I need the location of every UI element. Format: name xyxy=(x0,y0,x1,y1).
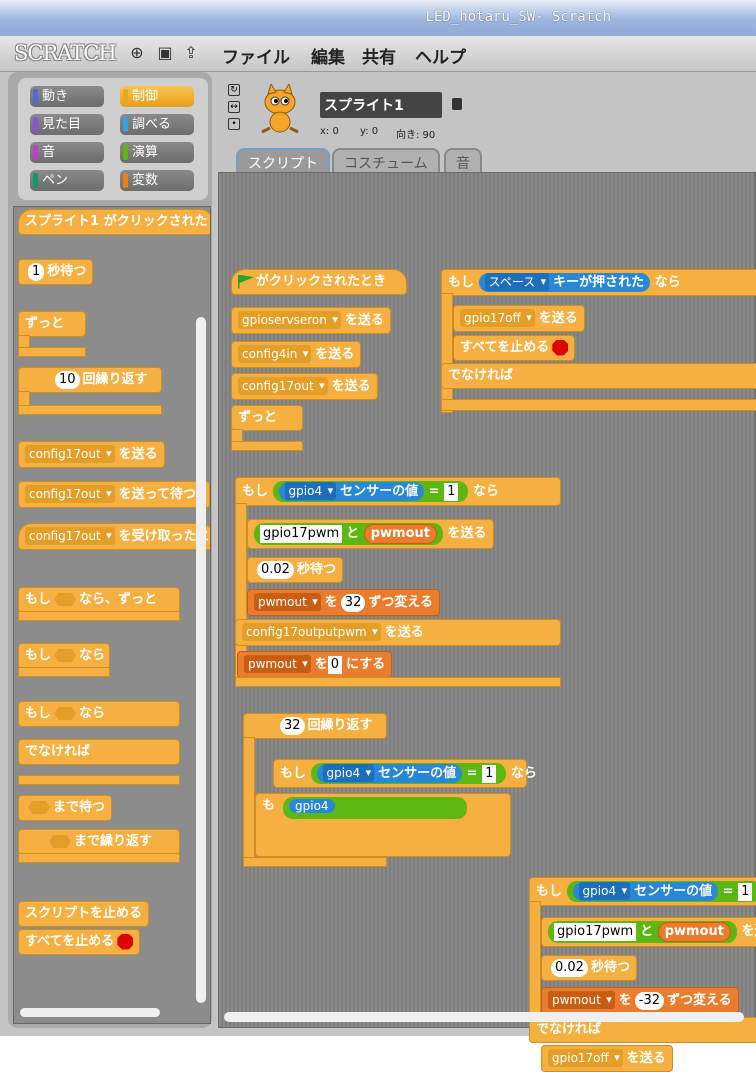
window-title: LED_hotaru_SW- Scratch xyxy=(425,9,611,25)
menu-bar: SCRATCH ⊕ ▣ ⇪ ファイル 編集 共有 ヘルプ xyxy=(0,36,756,72)
palette-broadcast[interactable]: config17outを送る xyxy=(18,441,165,468)
globe-icon[interactable]: ⊕ xyxy=(130,43,144,62)
else-label: でなければ xyxy=(441,363,756,389)
palette-stop-all[interactable]: すべてを止める xyxy=(18,929,141,955)
sprite-direction: 向き: 90 xyxy=(396,130,436,141)
palette-when-clicked[interactable]: スプライト1 がクリックされた xyxy=(18,209,210,235)
arm xyxy=(18,405,162,415)
menu-edit[interactable]: 編集 xyxy=(311,48,345,68)
arm xyxy=(18,667,110,677)
lock-icon[interactable] xyxy=(452,98,462,110)
tab-scripts[interactable]: スクリプト xyxy=(236,148,330,174)
palette-scrollbar-h[interactable] xyxy=(20,1008,160,1017)
arm xyxy=(441,293,453,413)
category-control[interactable]: 制御 xyxy=(120,86,194,107)
arm xyxy=(18,611,180,621)
menu-file[interactable]: ファイル xyxy=(222,48,290,68)
menu-share[interactable]: 共有 xyxy=(362,48,396,68)
arm xyxy=(243,857,387,867)
if-else-key-block[interactable]: もし スペースキーが押された なら xyxy=(441,269,756,296)
rotate-icon[interactable]: ↻ xyxy=(228,84,240,96)
category-sound[interactable]: 音 xyxy=(30,142,104,163)
broadcast-block[interactable]: gpioservseronを送る xyxy=(231,307,391,334)
category-variables[interactable]: 変数 xyxy=(120,170,194,191)
no-rotate-icon[interactable]: • xyxy=(228,118,240,130)
palette-if-else[interactable]: もしなら xyxy=(18,701,180,727)
broadcast-block[interactable]: config17outを送る xyxy=(231,373,378,400)
category-selector: 動き 制御 見た目 調べる 音 演算 ペン 変数 xyxy=(18,78,208,200)
palette-if-forever[interactable]: もしなら、ずっと xyxy=(18,587,180,613)
if-sensor-block-dragged[interactable]: もし gpio4センサーの値 = 1 なら xyxy=(273,759,537,788)
palette-scrollbar-v[interactable] xyxy=(196,317,206,1003)
arm xyxy=(18,775,180,785)
arm xyxy=(243,737,255,863)
flip-icon[interactable]: ↔ xyxy=(228,101,240,113)
sprite-y: y: 0 xyxy=(360,126,379,137)
tab-costumes[interactable]: コスチューム xyxy=(332,148,440,174)
broadcast-block[interactable]: gpio17offを送る xyxy=(453,305,585,332)
arm xyxy=(441,399,756,411)
category-operators[interactable]: 演算 xyxy=(120,142,194,163)
palette-when-receive[interactable]: config17outを受け取ったと xyxy=(18,523,210,550)
broadcast-block[interactable]: config17outputpwmを送る xyxy=(235,619,561,646)
arm xyxy=(18,853,180,863)
stop-sign-icon xyxy=(552,339,569,356)
category-looks[interactable]: 見た目 xyxy=(30,114,104,135)
palette-forever[interactable]: ずっと xyxy=(18,311,86,337)
broadcast-block[interactable]: gpio17offを送る xyxy=(541,1045,673,1072)
sprite-info: ↻ ↔ • スプライト1 x: 0 y: 0 向き: 90 スクリプト コスチュ… xyxy=(216,72,756,174)
set-var-block[interactable]: pwmoutを0にする xyxy=(237,651,393,678)
arm xyxy=(235,677,561,687)
palette-stop-script[interactable]: スクリプトを止める xyxy=(18,901,150,927)
stop-all-block[interactable]: すべてを止める xyxy=(453,335,576,361)
save-icon[interactable]: ▣ xyxy=(157,43,173,62)
title-bar: LED_hotaru_SW- Scratch xyxy=(0,0,756,36)
menu-help[interactable]: ヘルプ xyxy=(415,48,466,68)
category-sensing[interactable]: 調べる xyxy=(120,114,194,135)
palette-repeat-until[interactable]: まで繰り返す xyxy=(18,829,180,855)
left-panel: 動き 制御 見た目 調べる 音 演算 ペン 変数 スプライト1 がクリックされた… xyxy=(8,72,212,1028)
if-sensor-block[interactable]: もし gpio4センサーの値 = 1 なら xyxy=(235,477,561,506)
when-flag-clicked[interactable]: がクリックされたとき xyxy=(231,269,407,295)
if-else-sensor-block[interactable]: もし gpio4センサーの値 = 1 xyxy=(529,877,756,906)
sprite-x: x: 0 xyxy=(320,126,339,137)
script-scrollbar-h[interactable] xyxy=(224,1012,744,1022)
arm xyxy=(18,347,86,357)
broadcast-block[interactable]: config4inを送る xyxy=(231,341,362,368)
arm xyxy=(231,441,303,451)
tab-sounds[interactable]: 音 xyxy=(444,148,482,174)
palette-if[interactable]: もしなら xyxy=(18,643,110,669)
sensor-compare-partial: gpio4 xyxy=(283,797,467,819)
palette-else: でなければ xyxy=(18,739,180,765)
category-pen[interactable]: ペン xyxy=(30,170,104,191)
green-flag-icon xyxy=(238,274,254,289)
palette-broadcast-wait[interactable]: config17outを送って待つ xyxy=(18,481,210,508)
category-motion[interactable]: 動き xyxy=(30,86,104,107)
share-icon[interactable]: ⇪ xyxy=(184,43,198,62)
change-var-block[interactable]: pwmoutを32ずつ変える xyxy=(247,589,440,616)
sprite-thumbnail xyxy=(261,84,299,134)
script-area[interactable]: がクリックされたとき gpioservseronを送る config4inを送る… xyxy=(218,172,756,1072)
forever-block[interactable]: ずっと xyxy=(231,405,303,431)
scratch-logo: SCRATCH xyxy=(14,41,117,65)
work-area: 動き 制御 見た目 調べる 音 演算 ペン 変数 スプライト1 がクリックされた… xyxy=(0,72,756,1072)
stop-sign-icon xyxy=(117,933,134,950)
palette-wait-until[interactable]: まで待つ xyxy=(18,795,113,821)
sprite-name-field[interactable]: スプライト1 xyxy=(320,92,442,118)
